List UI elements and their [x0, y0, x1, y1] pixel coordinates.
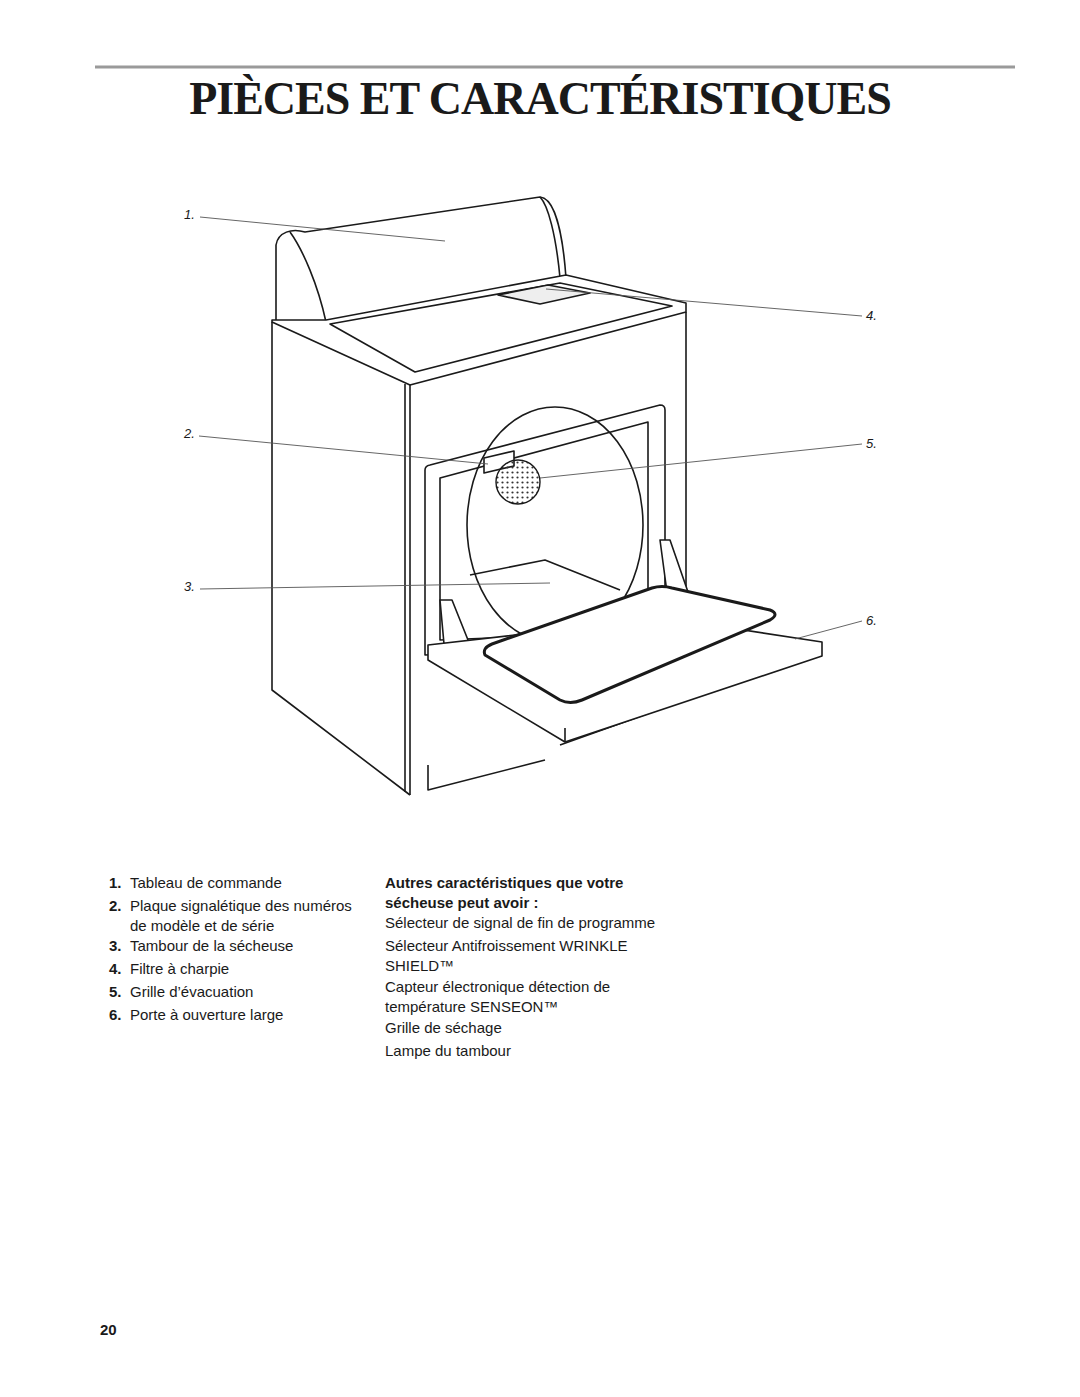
exhaust-grille [496, 460, 540, 504]
leader-lines [199, 217, 862, 639]
callout-number: 6. [866, 611, 877, 631]
page-number: 20 [100, 1320, 117, 1340]
feature-item: Sélecteur Antifroissement WRINKLE SHIELD… [385, 936, 685, 976]
part-name: Filtre à charpie [130, 959, 370, 979]
part-name: Grille d’évacuation [130, 982, 370, 1002]
list-number: 5. [109, 982, 122, 1002]
callout-number: 1. [184, 205, 195, 225]
feature-heading: Autres caractéristiques que votre sécheu… [385, 873, 675, 913]
feature-item: Capteur électronique détection de tempér… [385, 977, 685, 1017]
list-number: 2. [109, 896, 122, 916]
page-title: PIÈCES ET CARACTÉRISTIQUES [0, 72, 1080, 125]
callout-number: 5. [866, 434, 877, 454]
feature-item: Lampe du tambour [385, 1041, 685, 1061]
callout-number: 3. [184, 577, 195, 597]
top-rule [95, 66, 1015, 69]
part-name: Plaque signalétique des numéros de modèl… [130, 896, 370, 936]
part-name: Tambour de la sécheuse [130, 936, 370, 956]
list-number: 3. [109, 936, 122, 956]
dryer-outline [272, 197, 822, 795]
part-name: Porte à ouverture large [130, 1005, 370, 1025]
part-name: Tableau de commande [130, 873, 370, 893]
callout-number: 4. [866, 306, 877, 326]
callout-number: 2. [184, 424, 195, 444]
list-number: 6. [109, 1005, 122, 1025]
feature-item: Sélecteur de signal de fin de programme [385, 913, 705, 933]
list-number: 4. [109, 959, 122, 979]
list-number: 1. [109, 873, 122, 893]
feature-item: Grille de séchage [385, 1018, 685, 1038]
